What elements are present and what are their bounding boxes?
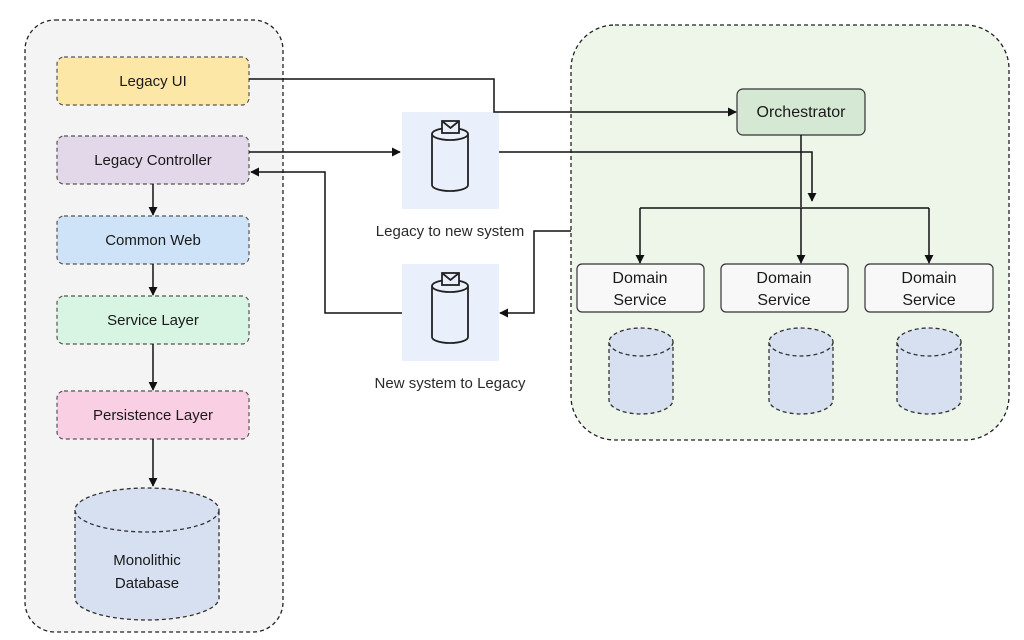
domain-service-1[interactable]: Domain Service (576, 263, 705, 313)
domain-database-2[interactable] (768, 327, 834, 415)
queue-legacy-to-new[interactable] (402, 112, 499, 209)
common-web-node[interactable]: Common Web (56, 215, 250, 265)
domain-service-label-line1: Domain (756, 270, 811, 287)
domain-service-label-line1: Domain (612, 270, 667, 287)
arrow-legacy-ui-to-orchestrator (249, 78, 737, 117)
legacy-controller-node[interactable]: Legacy Controller (56, 135, 250, 185)
legacy-ui-label: Legacy UI (119, 73, 187, 90)
domain-service-label-line2: Service (757, 292, 810, 309)
message-queue-icon (431, 120, 469, 192)
persistence-layer-node[interactable]: Persistence Layer (56, 390, 250, 440)
queue-new-to-legacy[interactable] (402, 264, 499, 361)
service-layer-label: Service Layer (107, 312, 199, 329)
orchestrator-label: Orchestrator (757, 104, 847, 121)
database-label-line2: Database (115, 575, 179, 592)
domain-service-3[interactable]: Domain Service (864, 263, 994, 313)
message-queue-icon (431, 272, 469, 344)
arrow-queue-to-services (499, 151, 817, 202)
persistence-layer-label: Persistence Layer (93, 407, 213, 424)
new-system-container (570, 24, 1010, 441)
domain-service-2[interactable]: Domain Service (720, 263, 849, 313)
service-layer-node[interactable]: Service Layer (56, 295, 250, 345)
queue-legacy-to-new-label: Legacy to new system (376, 223, 524, 240)
orchestrator-node[interactable]: Orchestrator (736, 88, 866, 136)
legacy-controller-label: Legacy Controller (94, 152, 212, 169)
database-label-line1: Monolithic (113, 552, 181, 569)
domain-service-label-line2: Service (902, 292, 955, 309)
legacy-ui-node[interactable]: Legacy UI (56, 56, 250, 106)
arrow-queue-to-controller (250, 167, 402, 314)
queue-new-to-legacy-label: New system to Legacy (375, 375, 526, 392)
domain-database-1[interactable] (608, 327, 674, 415)
domain-service-label-line1: Domain (901, 270, 956, 287)
monolithic-database[interactable]: Monolithic Database (74, 487, 220, 621)
domain-database-3[interactable] (896, 327, 962, 415)
common-web-label: Common Web (105, 232, 201, 249)
arrow-new-system-to-queue (499, 230, 571, 318)
domain-service-label-line2: Service (613, 292, 666, 309)
